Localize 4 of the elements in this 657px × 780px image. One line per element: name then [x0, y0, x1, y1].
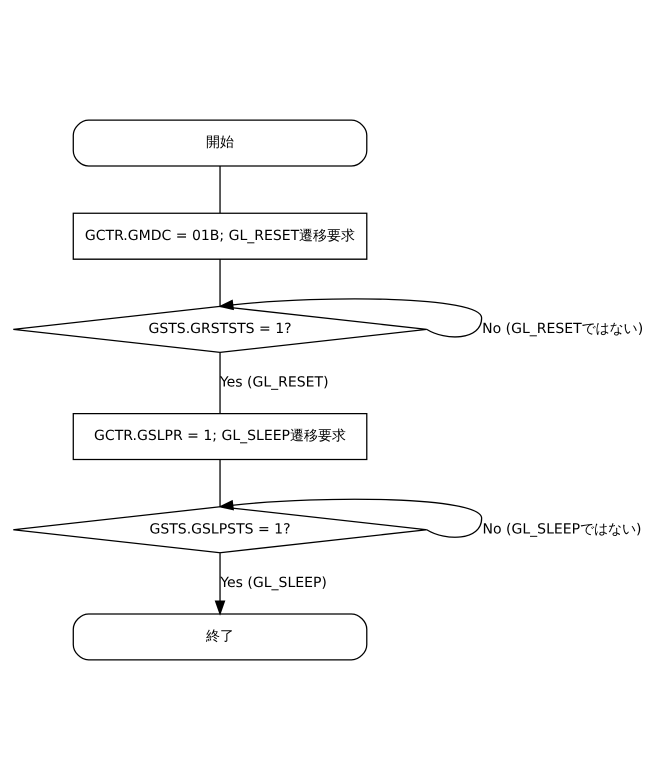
edge-label: No (GL_RESETではない)	[482, 320, 644, 337]
edge-label: Yes (GL_RESET)	[220, 374, 329, 391]
edge-label: No (GL_SLEEPではない)	[482, 521, 642, 538]
edge-label: Yes (GL_SLEEP)	[220, 574, 327, 591]
